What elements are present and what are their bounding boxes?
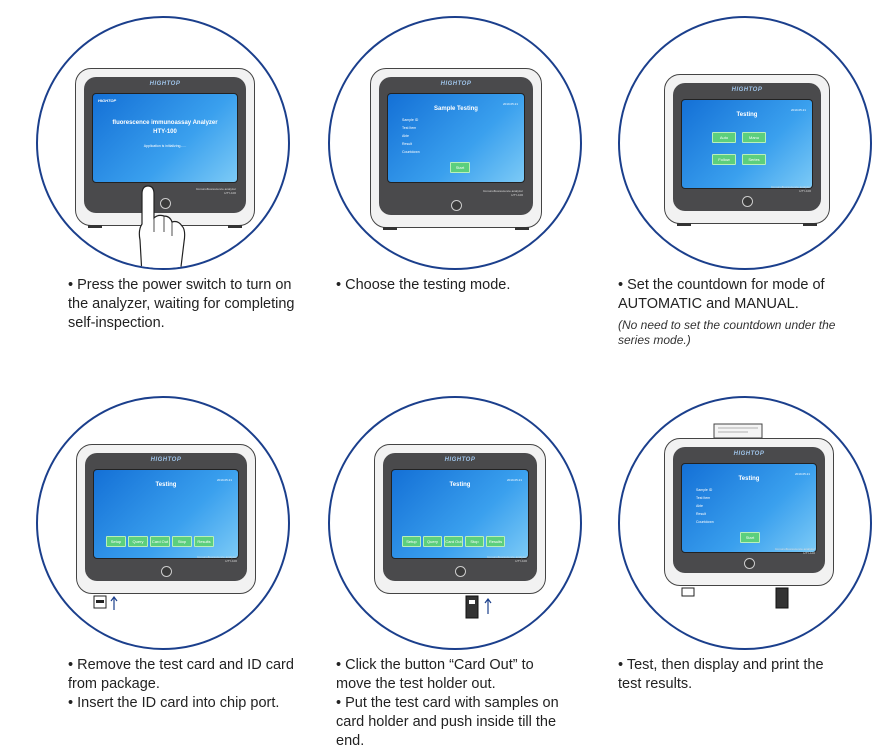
query-button[interactable]: Query (128, 536, 148, 547)
printer-paper-icon (713, 423, 763, 439)
results-button[interactable]: Results (486, 536, 505, 547)
device-footer: Immunofluorescence analyzer HTY-100 (482, 189, 523, 197)
screen-date: 2019.05.21 (502, 102, 518, 106)
screen-date: 2019.05.21 (506, 478, 522, 482)
power-button-icon (455, 566, 466, 577)
screen-status: Application is initializing...... (143, 144, 187, 148)
power-button-icon (161, 566, 172, 577)
card-out-button[interactable]: Card Out (444, 536, 463, 547)
auto-mode-button[interactable]: Auto (712, 132, 736, 143)
device-brand: HIGHTOP (149, 81, 181, 87)
screen-date: 2019.05.21 (790, 108, 806, 112)
device-screen: Testing 2019.05.21 Auto Manu Follow Seri… (681, 99, 813, 189)
step-6-illustration: HIGHTOP Testing 2019.05.21 Sample ID Tes… (618, 396, 872, 650)
screen-title: Testing (155, 482, 177, 488)
results-button[interactable]: Results (194, 536, 214, 547)
step-text-line: • Test, then display and print the test … (618, 657, 824, 692)
step-2-text: • Choose the testing mode. (336, 276, 566, 295)
step-text-line: • Insert the ID card into chip port. (68, 695, 280, 711)
stop-button[interactable]: Stop (465, 536, 484, 547)
screen-item-list: Sample ID Test Item Able Result Countdow… (696, 488, 714, 524)
manual-mode-button[interactable]: Manu (742, 132, 766, 143)
follow-mode-button[interactable]: Follow (712, 154, 736, 165)
screen-date: 2019.05.21 (216, 478, 232, 482)
device-brand: HIGHTOP (150, 457, 182, 463)
power-button-icon (742, 196, 753, 207)
step-text-line: • Press the power switch to turn on the … (68, 277, 295, 331)
step-2: HIGHTOP Sample Testing 2019.05.21 Sample… (300, 0, 582, 360)
power-button-icon (744, 558, 755, 569)
device-screen: Sample Testing 2019.05.21 Sample ID Test… (387, 93, 525, 183)
device-screen: Testing 2019.05.21 Setup Query Card Out … (391, 469, 529, 559)
device-brand: HIGHTOP (731, 87, 763, 93)
analyzer-device: HIGHTOP Sample Testing 2019.05.21 Sample… (370, 68, 542, 230)
screen-title: fluorescence immunoassay Analyzer (112, 120, 218, 126)
step-5-text: • Click the button “Card Out” to move th… (336, 656, 566, 751)
device-brand: HIGHTOP (440, 81, 472, 87)
step-text-line: • Click the button “Card Out” to move th… (336, 657, 534, 692)
card-out-button[interactable]: Card Out (150, 536, 170, 547)
setup-button[interactable]: Setup (106, 536, 126, 547)
step-4-illustration: HIGHTOP Testing 2019.05.21 Setup Query C… (36, 396, 290, 650)
screen-logo: HIGHTOP (98, 98, 117, 103)
device-brand: HIGHTOP (444, 457, 476, 463)
start-button[interactable]: Start (740, 532, 760, 543)
device-footer: Immunofluorescence analyzer HTY-100 (195, 187, 236, 195)
device-brand: HIGHTOP (733, 451, 765, 457)
device-screen: Testing 2019.05.21 Setup Query Card Out … (93, 469, 239, 559)
step-6: HIGHTOP Testing 2019.05.21 Sample ID Tes… (590, 380, 872, 740)
step-text-line: • Choose the testing mode. (336, 277, 511, 293)
step-4: HIGHTOP Testing 2019.05.21 Setup Query C… (0, 380, 294, 740)
power-button-icon (451, 200, 462, 211)
device-footer: Immunofluorescence analyzer HTY-100 (486, 555, 527, 563)
start-button[interactable]: Start (450, 162, 470, 173)
card-slots-icon (681, 587, 789, 609)
step-3-illustration: HIGHTOP Testing 2019.05.21 Auto Manu Fol… (618, 16, 872, 270)
step-text-line: • Remove the test card and ID card from … (68, 657, 294, 692)
screen-title: Testing (736, 112, 758, 118)
step-3: HIGHTOP Testing 2019.05.21 Auto Manu Fol… (590, 0, 872, 360)
screen-item-list: Sample ID Test Item Able Result Countdow… (402, 118, 420, 154)
step-text-line: • Put the test card with samples on card… (336, 695, 559, 749)
step-4-text: • Remove the test card and ID card from … (68, 656, 298, 713)
test-card-holder-icon (465, 595, 492, 619)
series-mode-button[interactable]: Series (742, 154, 766, 165)
step-2-illustration: HIGHTOP Sample Testing 2019.05.21 Sample… (328, 16, 582, 270)
screen-title: Testing (738, 476, 760, 482)
device-footer: Immunofluorescence analyzer HTY-100 (770, 185, 811, 193)
screen-title: Sample Testing (434, 106, 478, 112)
device-footer: Immunofluorescence analyzer HTY-100 (196, 555, 237, 563)
power-button-icon (160, 198, 171, 209)
screen-title: Testing (449, 482, 471, 488)
step-3-text: • Set the countdown for mode of AUTOMATI… (618, 276, 848, 348)
finger-icon (138, 185, 186, 268)
id-card-insert-icon (93, 595, 118, 610)
analyzer-device: HIGHTOP Testing 2019.05.21 Sample ID Tes… (664, 438, 834, 586)
device-footer: Immunofluorescence analyzer HTY-100 (774, 547, 815, 555)
step-1-text: • Press the power switch to turn on the … (68, 276, 298, 333)
step-text-line: • Set the countdown for mode of AUTOMATI… (618, 277, 825, 312)
analyzer-device: HIGHTOP HIGHTOP fluorescence immunoassay… (75, 68, 255, 228)
analyzer-device: HIGHTOP Testing 2019.05.21 Auto Manu Fol… (664, 74, 830, 226)
step-5-illustration: HIGHTOP Testing 2019.05.21 Setup Query C… (328, 396, 582, 650)
screen-date: 2019.05.21 (794, 472, 810, 476)
step-1-illustration: HIGHTOP HIGHTOP fluorescence immunoassay… (36, 16, 290, 270)
analyzer-device: HIGHTOP Testing 2019.05.21 Setup Query C… (76, 444, 256, 594)
analyzer-device: HIGHTOP Testing 2019.05.21 Setup Query C… (374, 444, 546, 594)
screen-model: HTY-100 (153, 129, 177, 135)
step-6-text: • Test, then display and print the test … (618, 656, 848, 694)
device-screen: HIGHTOP fluorescence immunoassay Analyze… (92, 93, 238, 183)
step-note: (No need to set the countdown under the … (618, 318, 836, 347)
step-5: HIGHTOP Testing 2019.05.21 Setup Query C… (300, 380, 582, 749)
setup-button[interactable]: Setup (402, 536, 421, 547)
device-screen: Testing 2019.05.21 Sample ID Test Item A… (681, 463, 817, 553)
query-button[interactable]: Query (423, 536, 442, 547)
stop-button[interactable]: Stop (172, 536, 192, 547)
step-1: HIGHTOP HIGHTOP fluorescence immunoassay… (0, 0, 295, 360)
